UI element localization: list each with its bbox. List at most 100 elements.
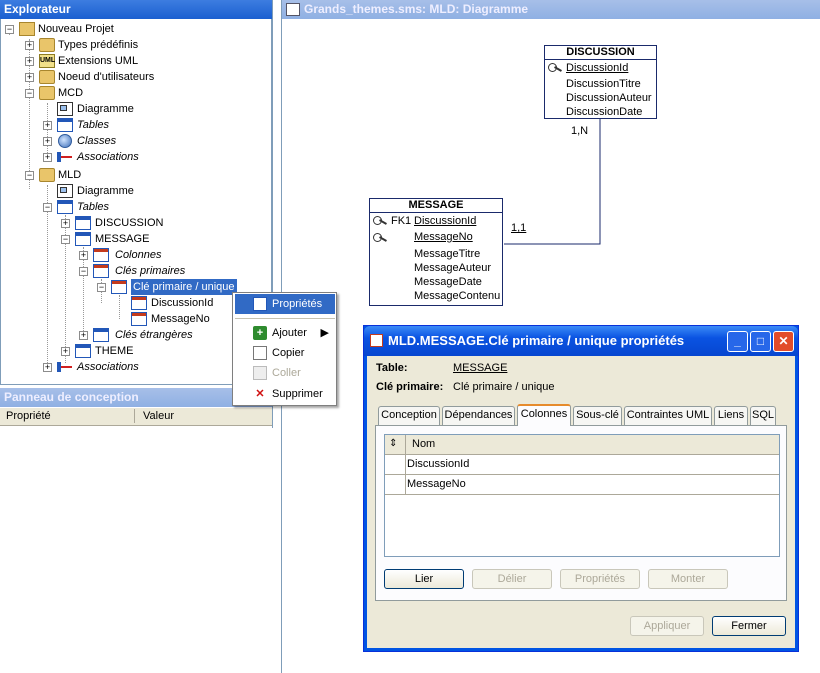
tab-sous-cle[interactable]: Sous-clé (573, 406, 622, 425)
collapse-icon[interactable]: − (25, 170, 34, 180)
collapse-icon[interactable]: − (5, 24, 14, 34)
table-row[interactable]: DiscussionId (385, 455, 779, 475)
expand-icon[interactable]: + (61, 218, 70, 228)
tab-colonnes[interactable]: Colonnes (517, 404, 571, 426)
properties-button[interactable]: Propriétés (560, 569, 640, 589)
copy-icon (253, 346, 267, 360)
property-column-header[interactable]: Propriété (6, 410, 51, 422)
expand-icon[interactable]: + (25, 40, 34, 50)
colonnes-tab-page: ⇕ Nom DiscussionId MessageNo Lier Délier… (375, 425, 787, 601)
entity-discussion[interactable]: DISCUSSION DiscussionId DiscussionTitre … (544, 45, 657, 119)
tab-contraintes-uml[interactable]: Contraintes UML (624, 406, 712, 425)
tree-item-table-theme[interactable]: + THEME (61, 344, 134, 358)
relationship-line (504, 118, 601, 245)
association-icon (57, 150, 73, 164)
table-value-link[interactable]: MESSAGE (453, 362, 508, 374)
grid-header-row: ⇕ Nom (385, 435, 779, 455)
menu-item-paste[interactable]: Coller (235, 363, 335, 383)
entity-message[interactable]: MESSAGE FK1 DiscussionId MessageNo Messa… (369, 198, 503, 306)
tree-item-mcd-diagram[interactable]: Diagramme (1, 101, 271, 117)
project-icon (19, 22, 35, 36)
submenu-arrow-icon: ▶ (320, 327, 329, 339)
table-label: Table: (376, 362, 408, 374)
diagram-icon (57, 184, 73, 198)
primary-keys-icon (93, 264, 109, 278)
collapse-icon[interactable]: − (97, 282, 106, 292)
collapse-icon[interactable]: − (61, 234, 70, 244)
sort-icon[interactable]: ⇕ (389, 438, 398, 449)
field: DiscussionAuteur (566, 92, 652, 104)
collapse-icon[interactable]: − (79, 266, 88, 276)
tree-item-mcd-associations[interactable]: + Associations (43, 150, 139, 164)
tree-item-mld[interactable]: − MLD (25, 168, 82, 182)
expand-icon[interactable]: + (43, 152, 52, 162)
move-up-button[interactable]: Monter (648, 569, 728, 589)
diagram-title-bar: Grands_themes.sms: MLD: Diagramme (282, 0, 820, 19)
tree-item-extensions[interactable]: + UML Extensions UML (25, 54, 139, 68)
column-icon (131, 312, 147, 326)
explorer-tree: − Nouveau Projet + Types prédéfinis + UM… (0, 19, 272, 385)
tree-item-col-messageno[interactable]: MessageNo (1, 311, 271, 327)
pk-value: Clé primaire / unique (453, 381, 555, 393)
cardinality-discussion: 1,N (571, 125, 589, 137)
table-row[interactable]: MessageNo (385, 475, 779, 495)
expand-icon[interactable]: + (43, 120, 52, 130)
expand-icon[interactable]: + (79, 330, 88, 340)
uml-icon: UML (39, 54, 55, 68)
tree-item-cles-primaires[interactable]: − Clés primaires (79, 264, 186, 278)
tree-item-mld-associations[interactable]: + Associations (43, 361, 139, 373)
minimize-button[interactable]: _ (727, 331, 748, 352)
key-icon (548, 62, 562, 74)
menu-item-properties[interactable]: Propriétés (235, 294, 335, 314)
tree-item-colonnes[interactable]: + Colonnes (79, 248, 162, 262)
field-pk: DiscussionId (414, 215, 477, 227)
apply-button[interactable]: Appliquer (630, 616, 704, 636)
menu-item-delete[interactable]: ✕ Supprimer (235, 384, 335, 404)
fermer-button[interactable]: Fermer (712, 616, 786, 636)
expand-icon[interactable]: + (25, 56, 34, 66)
tree-item-mcd-classes[interactable]: + Classes (43, 134, 117, 148)
paste-icon (253, 366, 267, 380)
tree-item-user-node[interactable]: + Noeud d'utilisateurs (25, 70, 155, 84)
table-icon (75, 216, 91, 230)
expand-icon[interactable]: + (43, 136, 52, 146)
user-folder-icon (39, 70, 55, 84)
tree-item-table-message[interactable]: − MESSAGE (61, 232, 150, 246)
entity-discussion-name: DISCUSSION (545, 46, 656, 60)
tab-sql[interactable]: SQL (750, 406, 776, 425)
expand-icon[interactable]: + (61, 346, 70, 356)
properties-icon (253, 297, 267, 311)
tab-conception[interactable]: Conception (378, 406, 440, 425)
model-icon (39, 86, 55, 100)
unlink-button[interactable]: Délier (472, 569, 552, 589)
tree-item-mcd-tables[interactable]: + Tables (43, 118, 110, 132)
link-button[interactable]: Lier (384, 569, 464, 589)
expand-icon[interactable]: + (79, 250, 88, 260)
expand-icon[interactable]: + (25, 72, 34, 82)
grid-header-nom[interactable]: Nom (412, 438, 436, 450)
tree-item-mld-tables[interactable]: − Tables (43, 200, 110, 214)
tree-item-project[interactable]: − Nouveau Projet (5, 22, 114, 36)
tab-liens[interactable]: Liens (714, 406, 748, 425)
columns-icon (93, 248, 109, 262)
tree-item-cles-etrangeres[interactable]: + Clés étrangères (79, 328, 193, 342)
menu-item-add[interactable]: + Ajouter ▶ (235, 323, 335, 343)
close-button[interactable]: ✕ (773, 331, 794, 352)
maximize-button[interactable]: □ (750, 331, 771, 352)
table-icon (57, 200, 73, 214)
collapse-icon[interactable]: − (43, 202, 52, 212)
field: MessageContenu (414, 290, 501, 302)
menu-item-copy[interactable]: Copier (235, 343, 335, 363)
value-column-header[interactable]: Valeur (143, 410, 174, 422)
tree-item-col-discussionid[interactable]: DiscussionId (1, 295, 271, 311)
tree-item-table-discussion[interactable]: + DISCUSSION (61, 216, 164, 230)
model-icon (39, 168, 55, 182)
tree-item-types[interactable]: + Types prédéfinis (25, 38, 139, 52)
tab-dependances[interactable]: Dépendances (442, 406, 515, 425)
diagram-window-icon (286, 3, 300, 16)
expand-icon[interactable]: + (43, 362, 52, 372)
tree-item-mld-diagram[interactable]: Diagramme (1, 183, 271, 199)
collapse-icon[interactable]: − (25, 88, 34, 98)
tree-item-cle-primaire-unique[interactable]: − Clé primaire / unique (97, 279, 237, 295)
tree-item-mcd[interactable]: − MCD (25, 86, 84, 100)
